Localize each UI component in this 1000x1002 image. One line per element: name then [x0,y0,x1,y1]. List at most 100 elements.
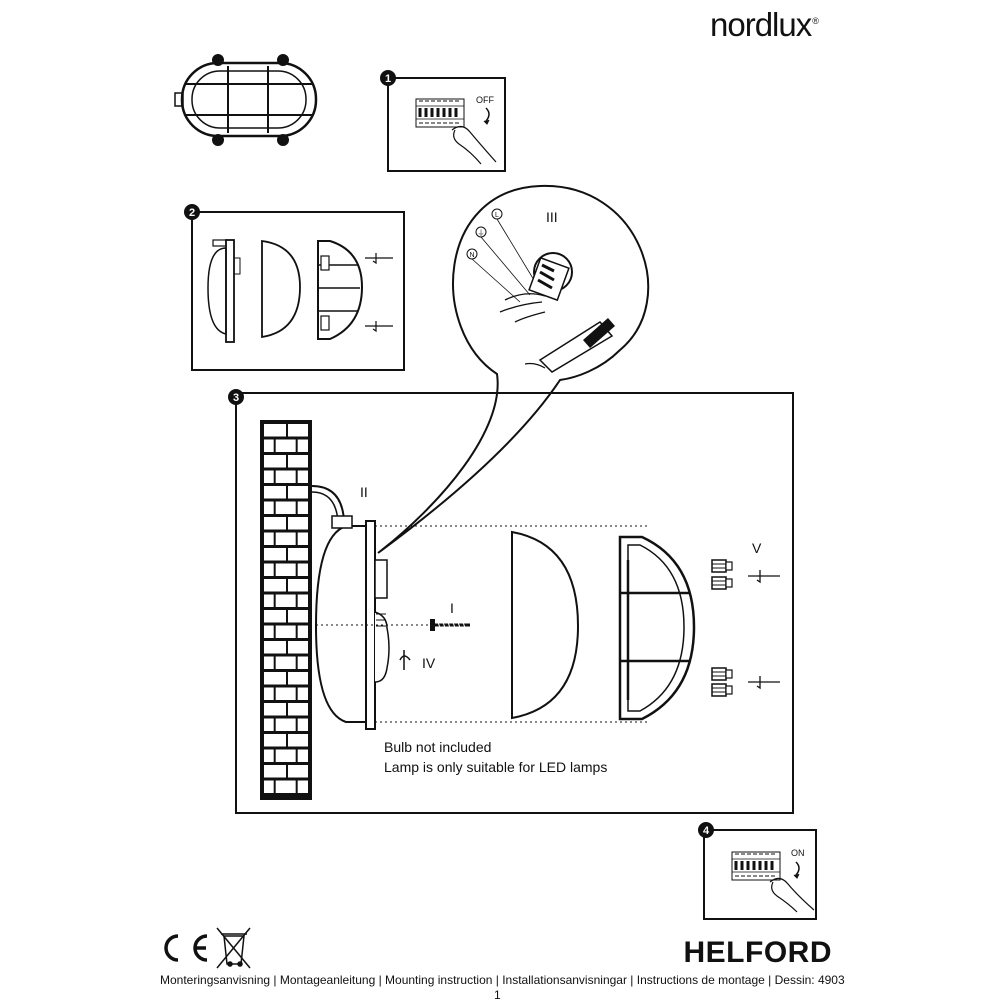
off-label: OFF [476,95,494,105]
label-IV: IV [422,655,436,671]
brick [288,703,308,716]
nordlux-logo: nordlux® [710,6,819,44]
brick [264,656,274,669]
brick [264,610,286,623]
brick [275,749,296,762]
brick [288,610,308,623]
label-III: III [546,209,558,225]
brick [264,517,286,530]
rotate-arrow-icon [485,107,490,122]
screw-I [430,619,470,631]
lamp-top-view [174,54,318,146]
brick [264,765,286,778]
step-2-panel: 2 [184,204,405,371]
brick [297,687,308,700]
brick [297,501,308,514]
brick [275,439,296,452]
brick [297,749,308,762]
neutral-label: N [469,252,474,259]
brick [275,625,296,638]
brick [297,563,308,576]
brick [264,563,274,576]
brick [264,579,286,592]
brick [264,424,286,437]
brick [275,532,296,545]
brick [264,749,274,762]
step-3-panel: 3 II IV I [228,389,794,814]
earth-label: ⏚ [478,229,485,237]
registered-mark: ® [812,16,819,26]
on-label: ON [791,848,805,858]
brick-wall [260,420,312,800]
brick [288,517,308,530]
brick [264,780,274,793]
brick [288,424,308,437]
brick [264,625,274,638]
cap-screw-top [711,559,733,590]
hand-icon [451,125,497,163]
brick [288,455,308,468]
label-II: II [360,484,368,500]
brick [288,579,308,592]
brick [264,734,286,747]
brick [264,672,286,685]
brick [264,703,286,716]
brick [275,780,296,793]
step-3-badge: 3 [233,392,239,404]
brick [288,765,308,778]
page-number: 1 [494,988,501,1002]
brick [297,594,308,607]
step-4-badge: 4 [703,825,710,837]
brick [264,439,274,452]
brick [275,718,296,731]
wiring-detail-bubble: III L ⏚ N [377,184,650,554]
brick [275,594,296,607]
brick [275,656,296,669]
note-led: Lamp is only suitable for LED lamps [384,759,607,775]
footer-line: Monteringsanvisning | Montageanleitung |… [160,973,845,987]
brick [297,470,308,483]
protective-cage [618,535,696,721]
cap-screw-bottom [711,667,733,697]
brick [264,455,286,468]
brick [264,548,286,561]
brick [275,687,296,700]
brick [297,780,308,793]
brick [264,486,286,499]
brick [297,625,308,638]
brick [297,656,308,669]
brick [264,641,286,654]
ce-mark-icon [164,934,208,962]
brick [288,734,308,747]
label-I: I [450,600,454,616]
brick [275,501,296,514]
weee-bin-icon [216,927,251,969]
step-4-panel: 4 ON [698,822,817,920]
live-label: L [495,212,499,219]
bulb-socket [374,611,390,683]
brick [288,548,308,561]
brick [288,641,308,654]
brick [264,532,274,545]
glass-diffuser [511,530,580,720]
brick [297,532,308,545]
step-1-badge: 1 [385,73,391,85]
step-2-badge: 2 [189,207,195,219]
brick [288,672,308,685]
label-V: V [752,540,762,556]
brick [264,594,274,607]
product-name: HELFORD [683,936,832,969]
note-bulb: Bulb not included [384,739,491,755]
brick [264,501,274,514]
brick [264,718,274,731]
brick [275,563,296,576]
brick [297,439,308,452]
brick [297,718,308,731]
brick [264,470,274,483]
step-1-panel: 1 OFF [380,70,506,172]
brick [288,486,308,499]
brick [275,470,296,483]
brick [264,687,274,700]
brand-name: nordlux [710,6,812,43]
